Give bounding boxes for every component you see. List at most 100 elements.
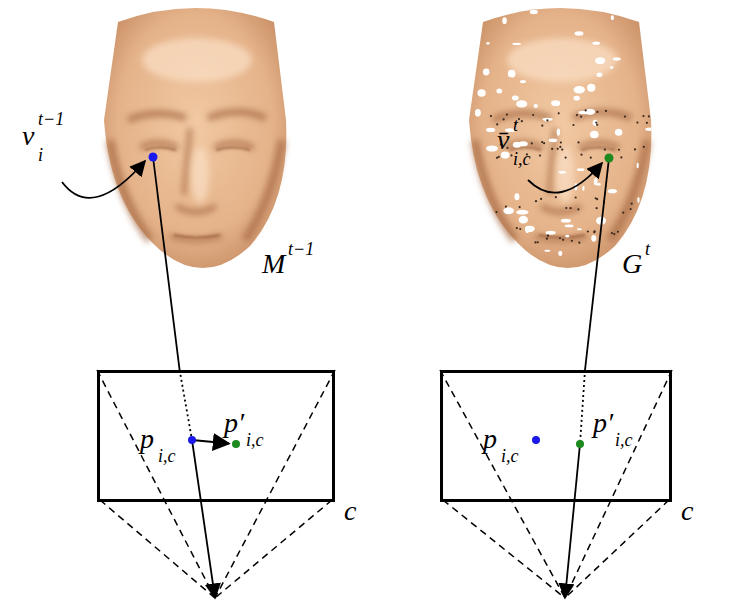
scan-speckle — [516, 210, 528, 215]
scan-speckle — [559, 146, 561, 148]
scan-speckle — [521, 120, 523, 122]
scan-speckle — [503, 118, 505, 120]
scan-speckle — [596, 183, 601, 186]
scan-speckle — [506, 235, 508, 237]
scan-speckle — [620, 156, 622, 158]
camera-label: c — [344, 497, 356, 525]
scan-speckle — [577, 228, 582, 230]
projection-point — [576, 440, 584, 448]
scan-speckle — [475, 109, 481, 117]
scan-speckle — [518, 118, 520, 120]
scan-speckle — [546, 238, 548, 240]
scan-speckle — [545, 118, 547, 122]
scan-speckle — [631, 203, 633, 205]
scan-speckle — [539, 154, 541, 156]
scan-speckle — [577, 168, 585, 171]
scan-speckle — [596, 124, 598, 126]
symbol-index: i,c — [513, 150, 531, 168]
scan-speckle — [507, 240, 517, 244]
scan-speckle — [575, 31, 584, 35]
scan-speckle — [597, 73, 603, 77]
scan-speckle — [497, 238, 499, 240]
scan-speckle — [557, 128, 560, 135]
symbol-index: t−1 — [288, 240, 314, 258]
scan-speckle — [519, 141, 528, 146]
scan-speckle — [502, 17, 507, 24]
scan-speckle — [490, 115, 492, 117]
scan-speckle — [546, 231, 556, 235]
scan-speckle — [506, 113, 508, 115]
scan-speckle — [624, 116, 626, 118]
face-mesh — [104, 8, 286, 268]
scan-speckle — [617, 231, 619, 233]
scan-speckle — [558, 171, 566, 174]
projection-point — [232, 440, 240, 448]
scan-speckle — [565, 235, 569, 238]
scan-speckle — [598, 260, 608, 265]
scan-speckle — [495, 211, 497, 213]
scan-speckle — [485, 232, 491, 240]
symbol-label: G — [622, 250, 642, 278]
scan-speckle — [510, 154, 512, 156]
scan-speckle — [542, 118, 552, 121]
scan-speckle — [543, 142, 545, 144]
scan-speckle — [622, 237, 624, 239]
scan-speckle — [519, 206, 521, 208]
scan-speckle — [590, 131, 599, 139]
scan-speckle — [534, 104, 538, 108]
scan-speckle — [558, 112, 560, 114]
scan-speckle — [622, 212, 624, 214]
point-label: p — [483, 425, 497, 453]
symbol-index: t — [645, 240, 650, 258]
scan-speckle — [537, 241, 539, 243]
scan-speckle — [577, 208, 579, 210]
scan-speckle — [595, 57, 605, 64]
scan-speckle — [544, 250, 550, 252]
scan-speckle — [498, 156, 500, 158]
scan-speckle — [503, 207, 514, 214]
scan-speckle — [519, 216, 528, 224]
scan-speckle — [575, 196, 577, 198]
scan-speckle — [565, 156, 567, 158]
scan-speckle — [595, 197, 597, 199]
scan-speckle — [618, 149, 620, 151]
scan-speckle — [530, 10, 538, 14]
index-subscript: i,c — [158, 447, 176, 465]
scan-speckle — [505, 205, 507, 207]
scan-speckle — [477, 89, 485, 96]
scan-speckle — [574, 96, 580, 101]
scan-speckle — [541, 141, 543, 143]
scan-speckle — [562, 239, 564, 241]
image-plane: pi,cp′i,cc — [97, 370, 335, 502]
camera-frustum — [97, 157, 335, 598]
scan-speckle — [519, 228, 521, 230]
scan-speckle — [534, 241, 536, 243]
symbol-index: t−1 — [38, 110, 64, 128]
scan-speckle — [551, 148, 553, 150]
scan-speckle — [578, 242, 580, 244]
projection-point — [532, 436, 540, 444]
point-label: p′ — [224, 409, 244, 437]
scan-speckle — [578, 111, 589, 115]
scan-speckle — [551, 100, 560, 106]
scan-speckle — [637, 197, 639, 203]
scan-speckle — [561, 219, 571, 223]
vertex-point — [605, 154, 614, 163]
point-label: p′ — [593, 409, 613, 437]
scan-speckle — [559, 237, 561, 239]
symbol-index: i — [38, 146, 43, 164]
scan-speckle — [635, 232, 637, 234]
index-subscript: i,c — [615, 431, 633, 449]
scan-speckle — [499, 235, 504, 243]
scan-speckle — [634, 148, 636, 150]
scan-speckle — [555, 196, 557, 198]
index-subscript: i,c — [246, 431, 264, 449]
scan-speckle — [637, 163, 639, 169]
scan-speckle — [512, 95, 519, 100]
scan-speckle — [645, 128, 655, 131]
scan-speckle — [645, 209, 647, 211]
image-plane: pi,cp′i,cc — [440, 370, 672, 502]
scan-speckle — [591, 235, 596, 242]
scan-speckle — [593, 231, 595, 233]
